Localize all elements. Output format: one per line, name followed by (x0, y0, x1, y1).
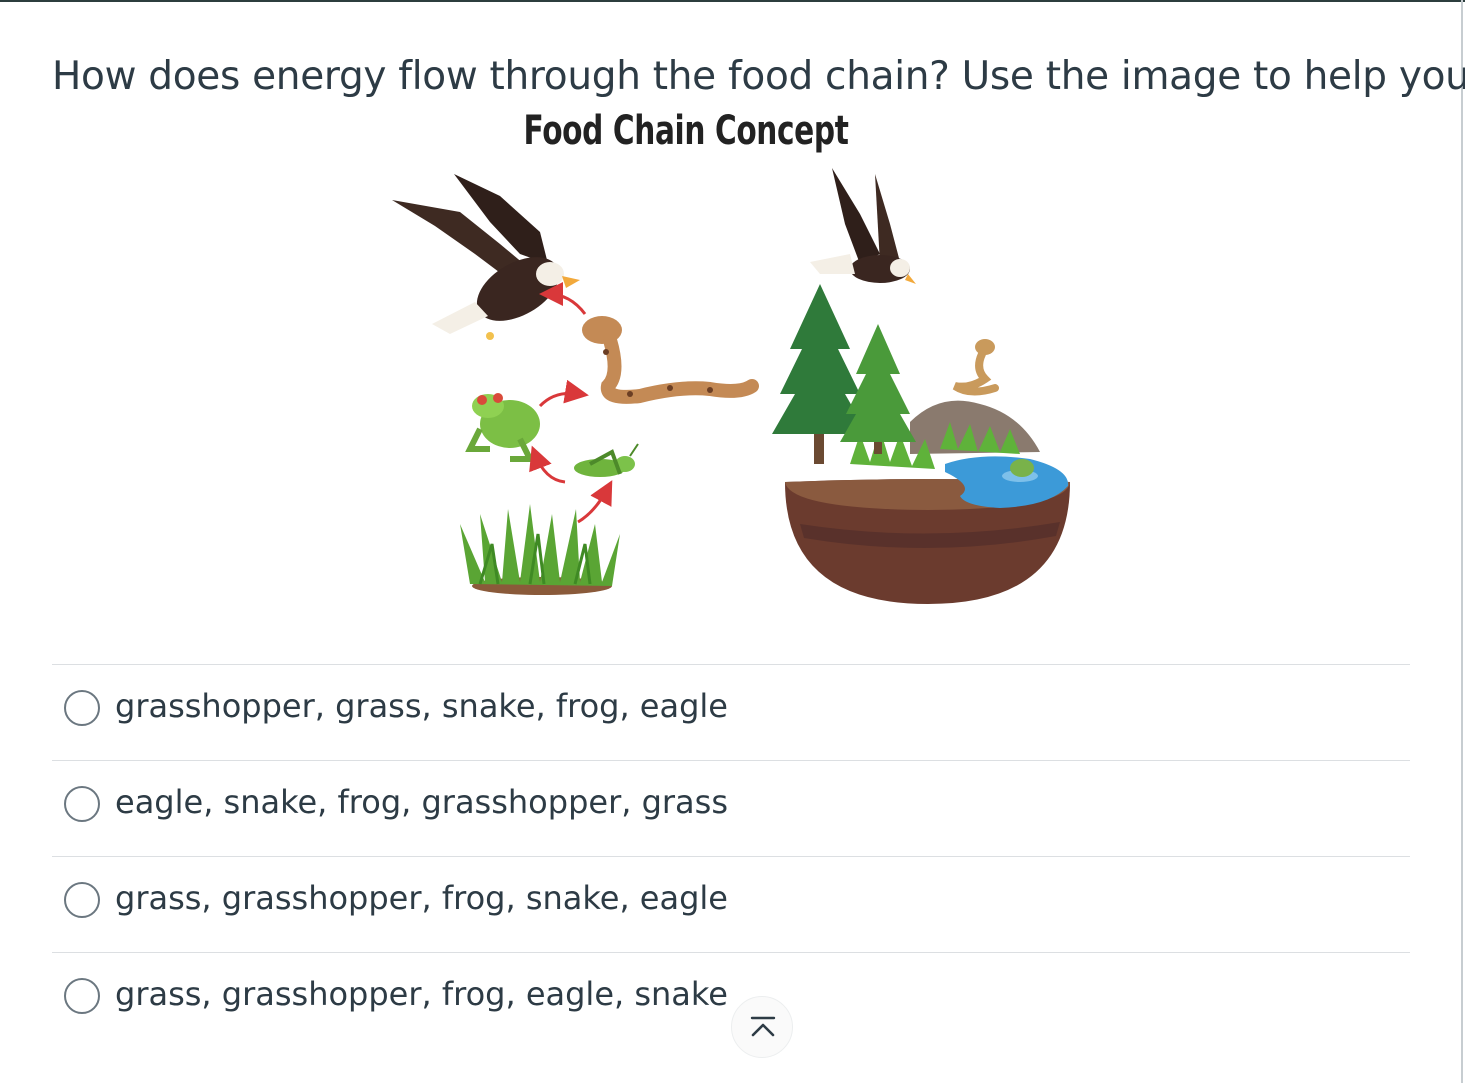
answer-option[interactable]: grass, grasshopper, frog, eagle, snake (52, 952, 1410, 1048)
food-chain-illustration (392, 168, 1070, 604)
ecosystem-icon (785, 400, 1070, 604)
arrow-icon (538, 379, 589, 408)
scroll-to-top-button[interactable] (731, 996, 793, 1058)
answer-option[interactable]: grasshopper, grass, snake, frog, eagle (52, 664, 1410, 760)
radio-button[interactable] (64, 978, 100, 1014)
arrow-icon (539, 282, 587, 315)
grasshopper-icon (574, 443, 639, 477)
arrow-icon (577, 480, 613, 524)
frog-icon (465, 393, 540, 462)
answer-label[interactable]: eagle, snake, frog, grasshopper, grass (115, 783, 728, 821)
snake-icon (952, 339, 999, 396)
answer-label[interactable]: grass, grasshopper, frog, eagle, snake (115, 975, 728, 1013)
eagle-icon (810, 168, 916, 284)
eagle-icon (392, 174, 580, 340)
top-border (0, 0, 1465, 2)
frog-icon (1010, 459, 1034, 477)
question-text: How does energy flow through the food ch… (52, 54, 1465, 99)
arrow-icon (529, 445, 566, 484)
radio-button[interactable] (64, 690, 100, 726)
chevron-up-bar-icon (750, 1016, 776, 1037)
radio-button[interactable] (64, 882, 100, 918)
answer-label[interactable]: grasshopper, grass, snake, frog, eagle (115, 687, 728, 725)
tree-icon (772, 284, 916, 464)
right-border (1461, 0, 1463, 1083)
radio-button[interactable] (64, 786, 100, 822)
answer-label[interactable]: grass, grasshopper, frog, snake, eagle (115, 879, 728, 917)
answer-option[interactable]: eagle, snake, frog, grasshopper, grass (52, 760, 1410, 856)
snake-icon (582, 316, 759, 404)
answer-option[interactable]: grass, grasshopper, frog, snake, eagle (52, 856, 1410, 952)
figure-title: Food Chain Concept (523, 108, 849, 154)
answer-list: grasshopper, grass, snake, frog, eagle e… (52, 664, 1410, 1048)
grass-icon (460, 504, 620, 595)
food-chain-figure: Food Chain Concept (380, 104, 1080, 614)
